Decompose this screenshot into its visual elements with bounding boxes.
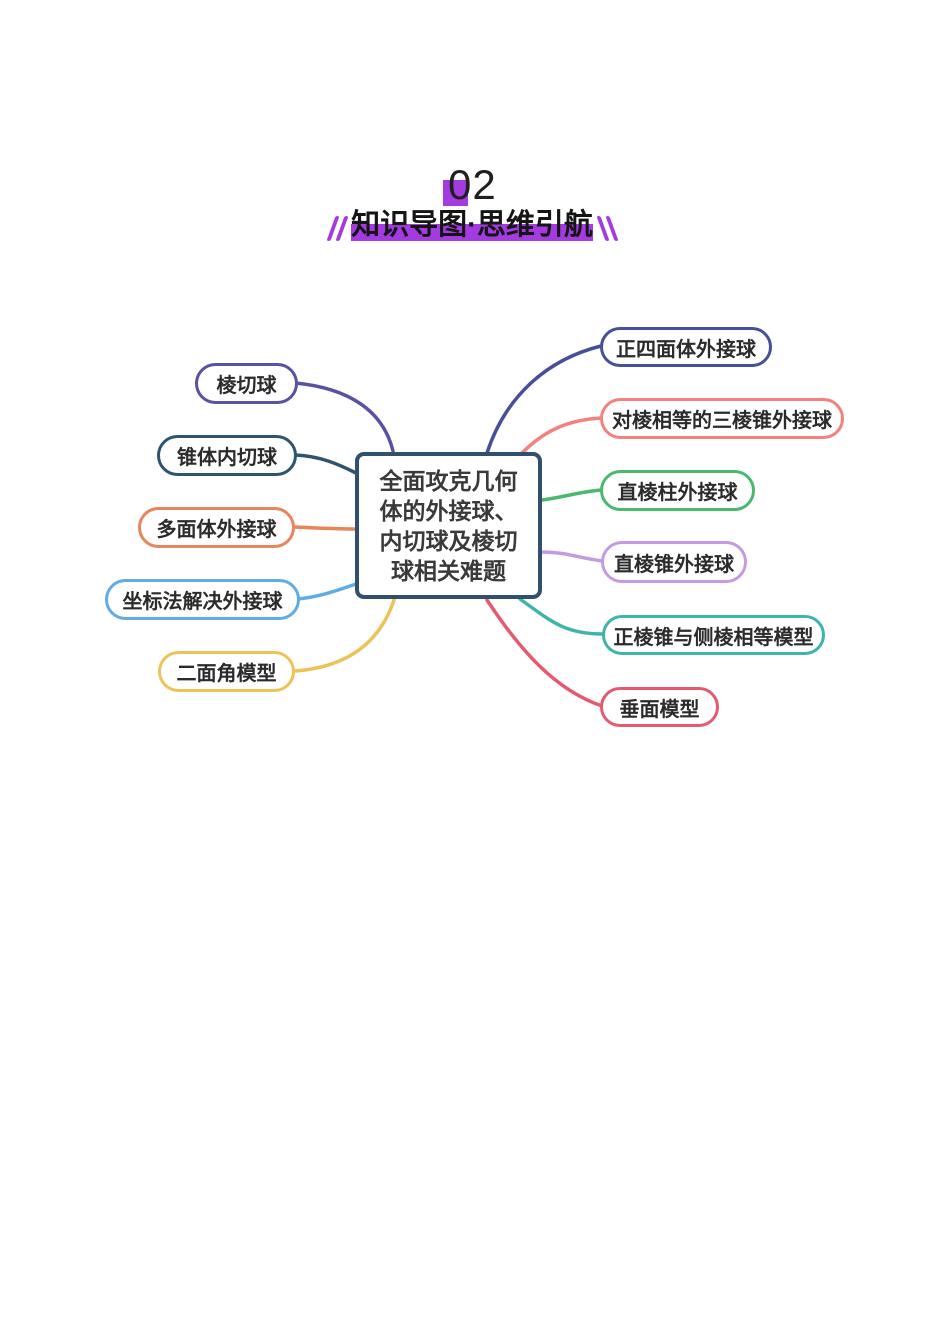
- center-node-title-line: 球相关难题: [391, 557, 506, 584]
- connector-right-2: [540, 488, 603, 502]
- branch-label: 棱切球: [216, 375, 277, 397]
- connector-right-0: [485, 344, 603, 455]
- branch-node-zuobiaofa: 坐标法解决外接球: [105, 579, 300, 620]
- branch-node-zhengsimianti: 正四面体外接球: [600, 327, 772, 367]
- double-slash-icon: [596, 216, 621, 242]
- connector-left-4: [293, 595, 397, 673]
- branch-node-zhuitineiqieqiu: 锥体内切球: [157, 435, 297, 476]
- section-number: 02: [448, 161, 497, 208]
- page-title: 知识导图·思维引航: [351, 209, 593, 241]
- connector-right-1: [520, 416, 603, 455]
- branch-node-lengqieqiu: 棱切球: [195, 363, 298, 404]
- connector-left-3: [295, 582, 358, 601]
- branch-node-ermianjiao: 二面角模型: [158, 651, 295, 692]
- branch-node-chuimianmoxing: 垂面模型: [600, 687, 719, 727]
- center-node-title-line: 体的外接球、: [379, 497, 518, 524]
- subtitle-banner: 知识导图·思维引航: [0, 198, 950, 250]
- branch-label: 垂面模型: [619, 698, 700, 721]
- branch-label: 正棱锥与侧棱相等模型: [613, 626, 814, 649]
- branch-node-zhenglengzhui-celeng: 正棱锥与侧棱相等模型: [602, 615, 825, 655]
- connector-right-4: [518, 597, 605, 636]
- subtitle-highlight-bar: [351, 224, 593, 241]
- branch-label: 对棱相等的三棱锥外接球: [612, 410, 832, 432]
- branch-node-zhilengzhu: 直棱柱外接球: [600, 470, 755, 511]
- branch-label: 直棱柱外接球: [617, 482, 738, 504]
- connector-right-3: [540, 550, 604, 563]
- branch-label: 坐标法解决外接球: [122, 591, 283, 613]
- branch-label: 锥体内切球: [177, 447, 277, 469]
- connector-left-2: [293, 525, 358, 531]
- branch-node-duomiantiwaijiequiu: 多面体外接球: [138, 507, 295, 548]
- connector-left-1: [293, 453, 358, 475]
- branch-label: 正四面体外接球: [616, 338, 756, 361]
- branch-node-zhilengzhui: 直棱锥外接球: [601, 541, 747, 583]
- connector-left-0: [293, 381, 395, 453]
- branch-label: 直棱锥外接球: [614, 553, 734, 576]
- center-node-title-line: 全面攻克几何: [379, 467, 518, 494]
- branch-label: 二面角模型: [176, 663, 277, 685]
- branch-label: 多面体外接球: [156, 519, 277, 541]
- double-slash-icon: [326, 216, 351, 242]
- center-node-title-line: 内切球及棱切: [379, 527, 518, 554]
- branch-node-duileng-xiangdeng: 对棱相等的三棱锥外接球: [600, 398, 844, 439]
- center-node: 全面攻克几何 体的外接球、 内切球及棱切 球相关难题: [355, 452, 542, 599]
- connector-right-5: [485, 598, 604, 708]
- section-number-accent-square: [443, 180, 468, 206]
